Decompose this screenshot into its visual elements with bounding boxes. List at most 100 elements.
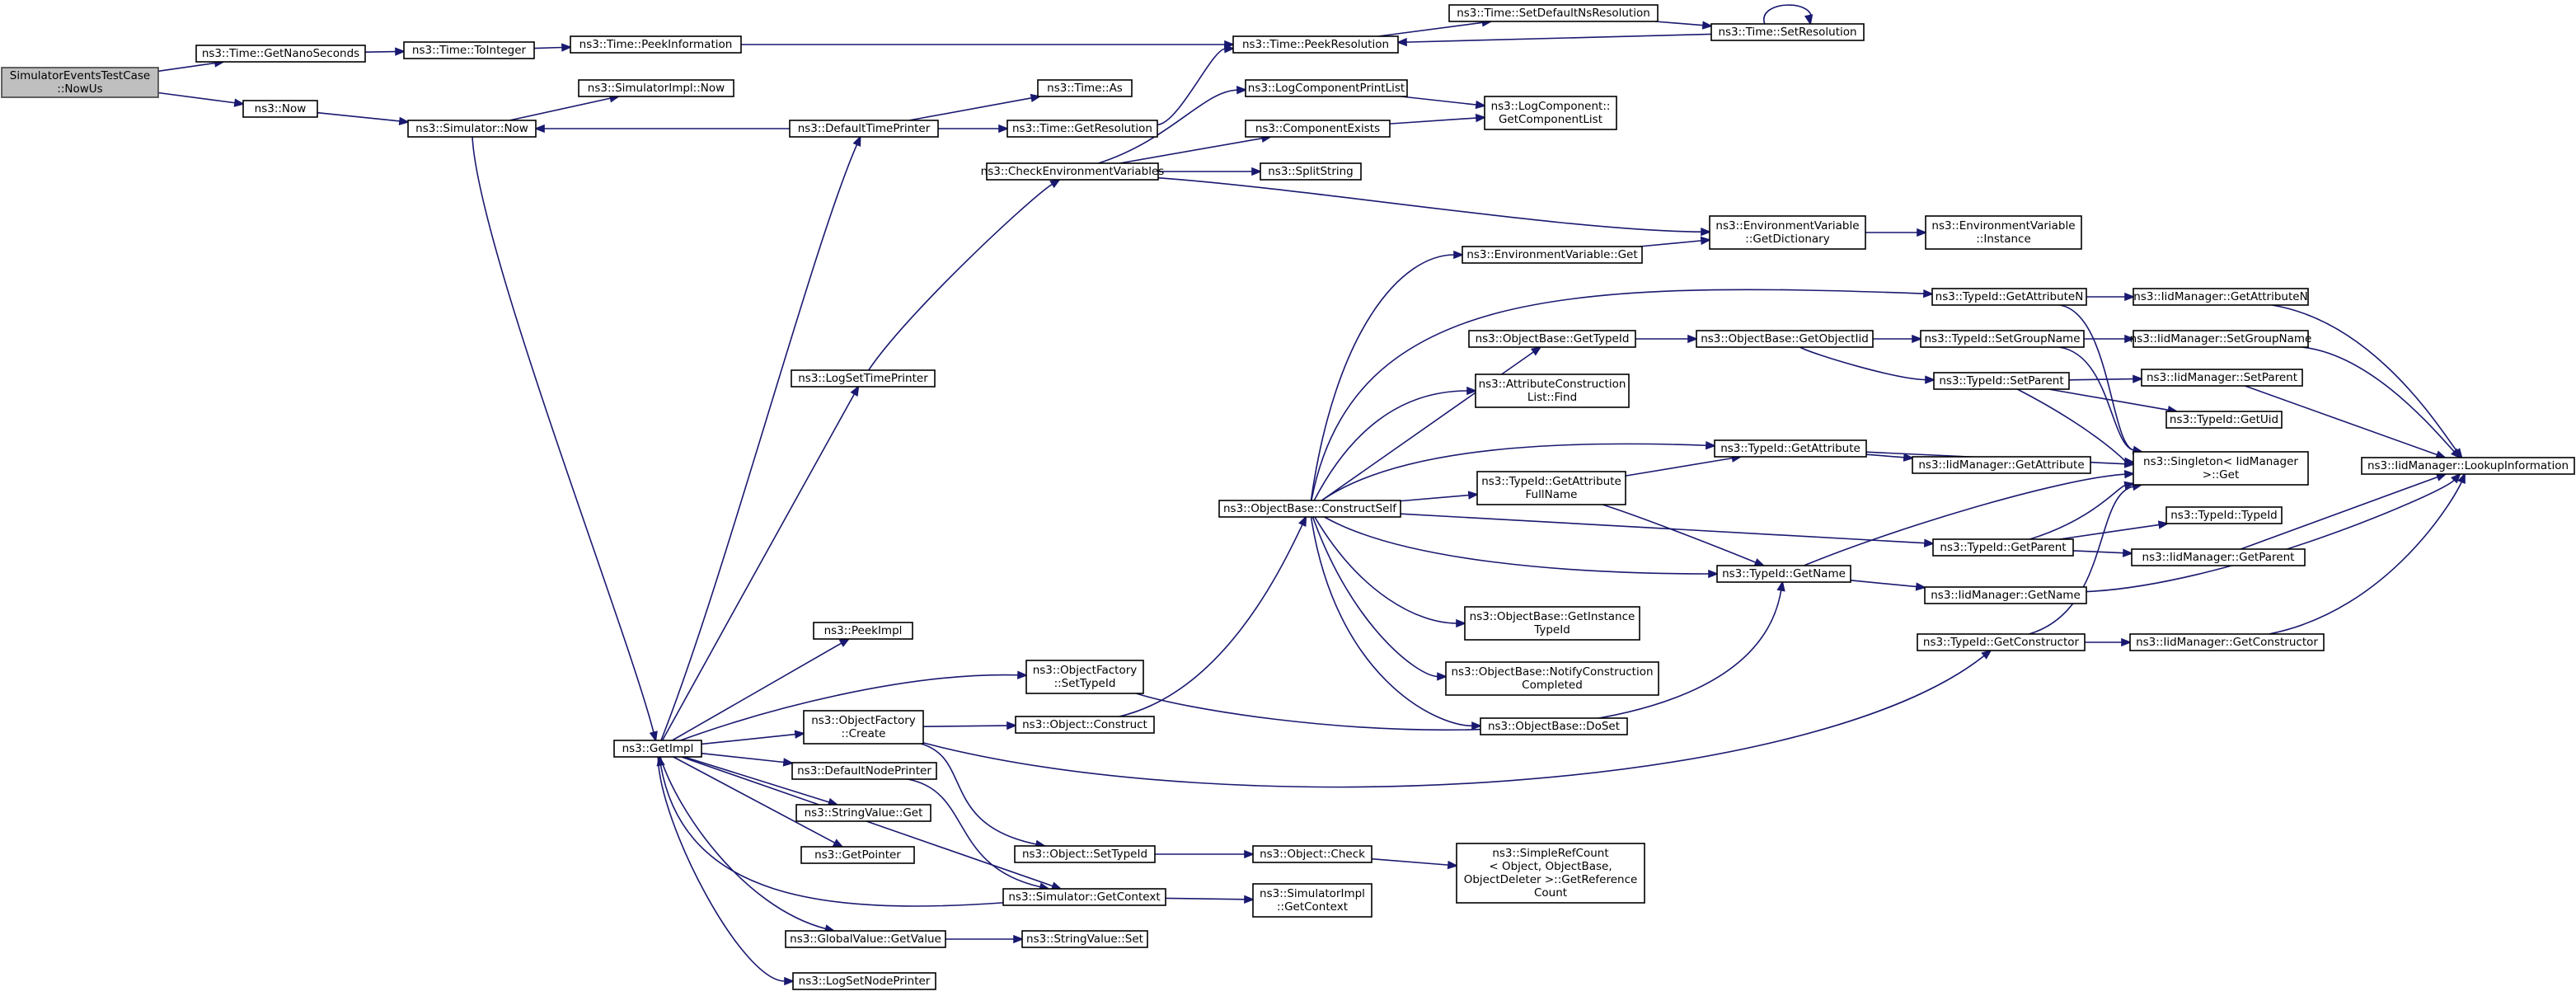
node-label: Count xyxy=(1534,886,1567,900)
function-node-typeidgetattr[interactable]: ns3::TypeId::GetAttribute xyxy=(1714,439,1867,458)
function-node-objfactsettypeid[interactable]: ns3::ObjectFactory::SetTypeId xyxy=(1025,660,1144,694)
function-node-iidgetattrn[interactable]: ns3::IidManager::GetAttributeN xyxy=(2133,288,2309,306)
node-label: ns3::EnvironmentVariable::Get xyxy=(1466,248,1637,261)
function-node-notifyconstr[interactable]: ns3::ObjectBase::NotifyConstructionCompl… xyxy=(1445,661,1659,696)
call-edge xyxy=(1371,857,1459,870)
function-node-logsetnodeprinter[interactable]: ns3::LogSetNodePrinter xyxy=(792,972,936,990)
function-node-typeidsetparent[interactable]: ns3::TypeId::SetParent xyxy=(1933,372,2070,390)
call-edge xyxy=(157,92,246,107)
function-node-typeidsetgroup[interactable]: ns3::TypeId::SetGroupName xyxy=(1920,330,2085,348)
function-node-typeidgetparent[interactable]: ns3::TypeId::GetParent xyxy=(1932,538,2074,557)
node-label: ns3::Time::SetDefaultNsResolution xyxy=(1457,7,1650,20)
node-label: ns3::LogComponentPrintList xyxy=(1248,82,1405,95)
function-node-timeas[interactable]: ns3::Time::As xyxy=(1037,79,1133,97)
function-node-iidgetname[interactable]: ns3::IidManager::GetName xyxy=(1924,586,2087,604)
function-node-tointeger[interactable]: ns3::Time::ToInteger xyxy=(403,41,535,59)
function-node-iidgetattr[interactable]: ns3::IidManager::GetAttribute xyxy=(1912,456,2091,474)
function-node-objectconstruct[interactable]: ns3::Object::Construct xyxy=(1015,716,1155,734)
function-node-envvarinstance[interactable]: ns3::EnvironmentVariable::Instance xyxy=(1925,215,2082,250)
function-node-getresolution[interactable]: ns3::Time::GetResolution xyxy=(1006,120,1158,138)
call-edge xyxy=(1763,4,1814,26)
call-edge xyxy=(1157,176,1712,237)
function-node-envvargetdict[interactable]: ns3::EnvironmentVariable::GetDictionary xyxy=(1709,215,1866,250)
function-node-simimplnow[interactable]: ns3::SimulatorImpl::Now xyxy=(578,79,734,97)
function-node-defaulttimeprinter[interactable]: ns3::DefaultTimePrinter xyxy=(789,120,939,138)
function-node-root[interactable]: SimulatorEventsTestCase::NowUs xyxy=(1,67,159,98)
node-label: ns3::PeekImpl xyxy=(824,624,903,637)
function-node-stringvalueget[interactable]: ns3::StringValue::Get xyxy=(795,804,931,822)
function-node-typeidgetuid[interactable]: ns3::TypeId::GetUid xyxy=(2165,411,2283,429)
node-label: ns3::Time::GetResolution xyxy=(1012,122,1152,135)
call-edge xyxy=(2068,374,2144,383)
call-edge xyxy=(1155,849,1255,859)
function-node-iidsetparent[interactable]: ns3::IidManager::SetParent xyxy=(2141,369,2303,387)
node-label: ns3::TypeId::GetConstructor xyxy=(1923,636,2080,649)
function-node-typeidtypeid[interactable]: ns3::TypeId::TypeId xyxy=(2165,506,2283,524)
function-node-setdefaultnsres[interactable]: ns3::Time::SetDefaultNsResolution xyxy=(1448,4,1659,22)
call-edge xyxy=(1654,21,1714,30)
call-edge xyxy=(922,721,1018,731)
function-node-singletonget[interactable]: ns3::Singleton< IidManager>::Get xyxy=(2133,451,2309,486)
function-node-simplerefcount[interactable]: ns3::SimpleRefCount< Object, ObjectBase,… xyxy=(1456,843,1645,904)
function-node-defaultnodeprinter[interactable]: ns3::DefaultNodePrinter xyxy=(791,762,937,780)
function-node-simgetcontext[interactable]: ns3::Simulator::GetContext xyxy=(1002,888,1166,906)
function-node-logsettimeprinter[interactable]: ns3::LogSetTimePrinter xyxy=(791,369,936,388)
function-node-setresolution[interactable]: ns3::Time::SetResolution xyxy=(1710,23,1865,41)
call-edges xyxy=(157,4,2466,986)
function-node-now[interactable]: ns3::Now xyxy=(242,100,318,118)
function-node-objcheck[interactable]: ns3::Object::Check xyxy=(1252,845,1372,863)
call-edge xyxy=(533,124,790,134)
function-node-iidgetctor[interactable]: ns3::IidManager::GetConstructor xyxy=(2129,633,2325,651)
node-label: List::Find xyxy=(1527,391,1577,404)
call-edge xyxy=(1310,516,1483,731)
node-label: ns3::IidManager::SetParent xyxy=(2147,371,2297,384)
call-edge xyxy=(1799,346,1936,384)
call-edge xyxy=(1119,515,1307,717)
call-edge xyxy=(1389,113,1487,124)
function-node-getnanoseconds[interactable]: ns3::Time::GetNanoSeconds xyxy=(195,45,366,63)
function-node-splitstring[interactable]: ns3::SplitString xyxy=(1260,162,1362,181)
function-node-peekinformation[interactable]: ns3::Time::PeekInformation xyxy=(570,35,742,54)
function-node-simulatornow[interactable]: ns3::Simulator::Now xyxy=(407,120,537,138)
function-node-objbasegetobjtid[interactable]: ns3::ObjectBase::GetObjectIid xyxy=(1696,330,1874,348)
function-node-simimplgetcontext[interactable]: ns3::SimulatorImpl::GetContext xyxy=(1252,883,1372,918)
function-node-iidsetgroup[interactable]: ns3::IidManager::SetGroupName xyxy=(2130,330,2312,348)
function-node-iidgetparent[interactable]: ns3::IidManager::GetParent xyxy=(2131,548,2306,566)
function-node-typeidgetctor[interactable]: ns3::TypeId::GetConstructor xyxy=(1917,633,2086,651)
node-label: ns3::TypeId::GetParent xyxy=(1940,541,2066,554)
function-node-peekimpl[interactable]: ns3::PeekImpl xyxy=(813,622,913,640)
function-node-peekresolution[interactable]: ns3::Time::PeekResolution xyxy=(1232,35,1399,54)
function-node-constructself[interactable]: ns3::ObjectBase::ConstructSelf xyxy=(1218,500,1401,518)
function-node-checkenvvars[interactable]: ns3::CheckEnvironmentVariables xyxy=(981,162,1165,181)
node-label: ns3::GetPointer xyxy=(814,848,901,862)
node-label: ns3::LogSetNodePrinter xyxy=(799,975,931,988)
function-node-typeidgetattrn[interactable]: ns3::TypeId::GetAttributeN xyxy=(1931,288,2087,306)
call-edge xyxy=(317,111,411,126)
function-node-typeidgetname[interactable]: ns3::TypeId::GetName xyxy=(1716,565,1851,583)
function-node-globalvalueget[interactable]: ns3::GlobalValue::GetValue xyxy=(785,930,946,948)
function-node-stringvalueset[interactable]: ns3::StringValue::Set xyxy=(1021,930,1148,948)
function-node-envvarget[interactable]: ns3::EnvironmentVariable::Get xyxy=(1462,246,1643,264)
node-label: ns3::StringValue::Set xyxy=(1026,933,1143,946)
node-label: ns3::TypeId::GetAttribute xyxy=(1481,475,1621,488)
function-node-objbasegettypeid[interactable]: ns3::ObjectBase::GetTypeId xyxy=(1468,330,1636,348)
function-node-logcompprintlist[interactable]: ns3::LogComponentPrintList xyxy=(1245,79,1408,97)
function-node-objfactcreate[interactable]: ns3::ObjectFactory::Create xyxy=(803,710,924,745)
function-node-getpointer[interactable]: ns3::GetPointer xyxy=(800,846,915,864)
function-node-getimpl[interactable]: ns3::GetImpl xyxy=(613,740,702,758)
call-edge xyxy=(1396,33,1712,47)
function-node-logcompgetlist[interactable]: ns3::LogComponent::GetComponentList xyxy=(1484,96,1617,130)
node-label: ObjectDeleter >::GetReference xyxy=(1464,873,1638,886)
function-node-objsettypeid[interactable]: ns3::Object::SetTypeId xyxy=(1014,845,1156,863)
call-edge xyxy=(701,730,806,745)
call-edge xyxy=(364,47,406,56)
node-label: ns3::LogComponent:: xyxy=(1491,100,1611,113)
function-node-componentexists[interactable]: ns3::ComponentExists xyxy=(1245,120,1391,138)
function-node-lookupinfo[interactable]: ns3::IidManager::LookupInformation xyxy=(2361,457,2575,475)
call-edge xyxy=(1311,289,1935,501)
function-node-doset[interactable]: ns3::ObjectBase::DoSet xyxy=(1480,717,1628,735)
